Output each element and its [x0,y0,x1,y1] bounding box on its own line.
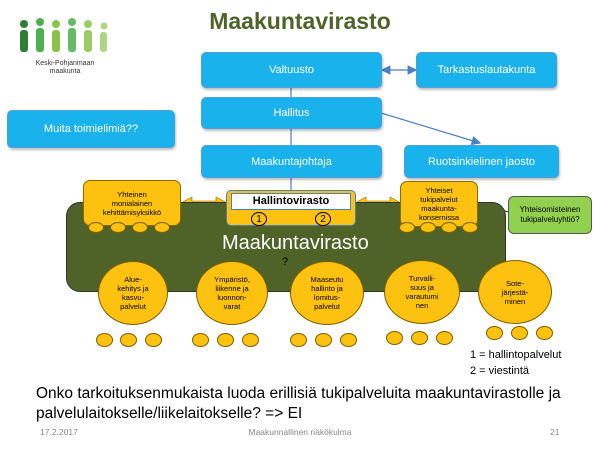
question-text: Onko tarkoituksenmukaista luoda erillisi… [36,385,561,422]
logo: Keski-Pohjanmaan maakunta [10,12,120,80]
small-oval [386,331,403,345]
small-oval [462,222,478,233]
small-oval [217,333,234,347]
small-oval [290,333,307,347]
box-yhteinen-kehittamisyksikko: Yhteinen monialainen kehittämisyksikkö [83,180,181,226]
small-oval [242,333,259,347]
box-valtuusto: Valtuusto [201,52,382,88]
small-oval [145,333,162,347]
small-oval [511,326,528,340]
small-oval [399,222,415,233]
small-oval [110,222,126,233]
legend-item-2: 2 = viestintä [470,365,530,377]
unit-maaseutu: Maaseutu hallinto ja lomitus- palvelut [290,261,364,325]
unit-aluekehitys: Alue- kehitys ja kasvu- palvelut [98,261,168,325]
logo-text: Keski-Pohjanmaan maakunta [35,60,95,75]
small-oval [340,333,357,347]
small-oval [154,222,170,233]
box-yhteisomisteinen-yhtio: Yhteisomisteinen tukipalveluyhtiö? [508,196,592,234]
footer-page: 21 [550,427,560,437]
band-label: Maakuntavirasto [222,232,369,254]
question-mark: ? [282,256,289,268]
page-title: Maakuntavirasto [209,8,391,34]
small-oval [96,333,113,347]
small-oval [315,333,332,347]
hallintovirasto-label: Hallintovirasto [231,193,351,210]
badge-1: 1 [251,212,267,226]
small-oval [411,331,428,345]
box-maakuntajohtaja: Maakuntajohtaja [201,145,382,178]
unit-turvallisuus: Turvalli- suus ja varautumi nen [384,260,460,324]
small-oval [420,222,436,233]
small-oval [132,222,148,233]
footer-date: 17.2.2017 [40,427,78,437]
legend-item-1: 1 = hallintopalvelut [470,349,562,361]
small-oval [486,326,503,340]
badge-2: 2 [315,212,331,226]
small-oval [120,333,137,347]
small-oval [192,333,209,347]
small-oval [436,331,453,345]
box-yhteiset-tukipalvelut: Yhteiset tukipalvelut maakunta- konserni… [400,181,478,227]
footer-center: Maakunnallinen näkökulma [248,427,352,437]
box-ruotsinkielinen-jaosto: Ruotsinkielinen jaosto [404,145,559,178]
small-oval [441,222,457,233]
box-tarkastuslautakunta: Tarkastuslautakunta [416,52,557,88]
unit-sote: Sote- järjestä- minen [478,260,552,324]
unit-ymparisto: Ympäristö, liikenne ja luonnon- varat [196,261,268,325]
logo-figures-icon [20,18,108,52]
box-hallintovirasto: Hallintovirasto 1 2 [226,190,356,226]
box-muita-toimielimia: Muita toimielimiä?? [7,110,175,148]
box-hallitus: Hallitus [201,97,382,129]
small-oval [88,222,104,233]
small-oval [536,326,553,340]
